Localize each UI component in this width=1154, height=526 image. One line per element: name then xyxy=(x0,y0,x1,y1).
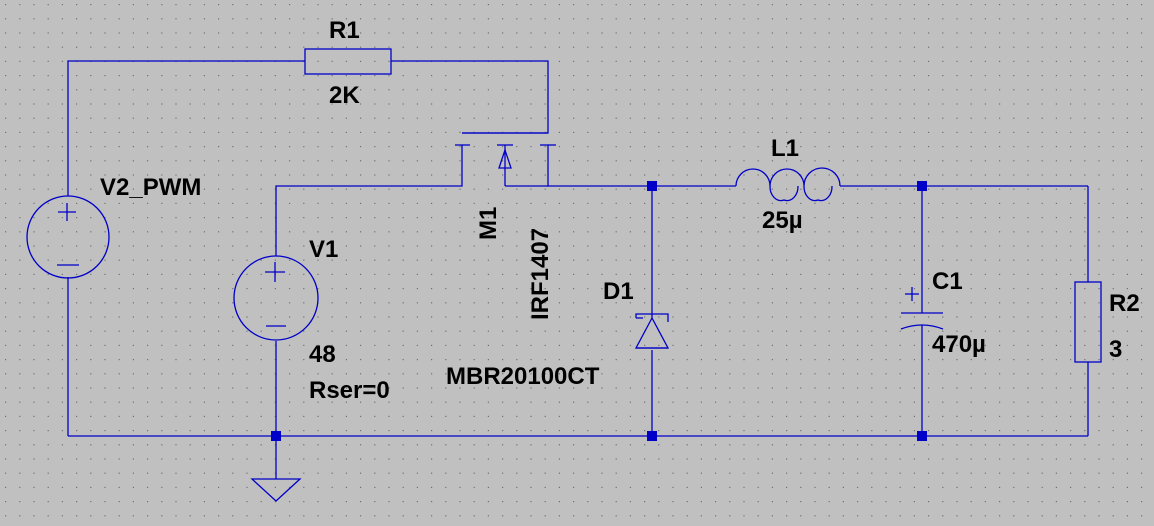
c1-value-label: 470µ xyxy=(932,331,986,358)
l1-inductor-symbol[interactable] xyxy=(735,167,841,202)
r1-symbol[interactable] xyxy=(304,48,392,75)
r2-symbol[interactable] xyxy=(1074,281,1102,363)
junction-gnd-c1 xyxy=(917,431,927,441)
r1-ref-label: R1 xyxy=(329,17,360,44)
r2-value-label: 3 xyxy=(1109,336,1122,363)
v1-param-label: Rser=0 xyxy=(309,377,390,404)
v2-ref-label: V2_PWM xyxy=(100,174,201,201)
ground-symbol[interactable] xyxy=(250,478,302,502)
m1-ref-label: M1 xyxy=(475,207,502,240)
m1-mosfet-symbol[interactable] xyxy=(455,132,556,187)
d1-diode-symbol[interactable] xyxy=(634,313,670,349)
c1-capacitor-symbol[interactable] xyxy=(900,287,944,330)
l1-ref-label: L1 xyxy=(771,135,799,162)
wire-source-l1[interactable] xyxy=(547,168,736,187)
r1-value-label: 2K xyxy=(329,82,360,109)
wire-v1-drain[interactable] xyxy=(275,168,463,256)
grid-dots xyxy=(5,4,1143,517)
junction-node-output xyxy=(917,181,927,191)
m1-value-label: IRF1407 xyxy=(527,228,554,320)
wire-r1-gate[interactable] xyxy=(391,60,549,134)
v2-source-symbol[interactable] xyxy=(26,195,110,279)
l1-value-label: 25µ xyxy=(762,207,803,234)
v1-value-label: 48 xyxy=(309,341,336,368)
c1-ref-label: C1 xyxy=(932,268,963,295)
junction-gnd-d1 xyxy=(647,431,657,441)
r2-ref-label: R2 xyxy=(1109,290,1140,317)
junction-gnd-v1 xyxy=(271,431,281,441)
junction-node-source xyxy=(647,181,657,191)
wire-v2-r1[interactable] xyxy=(67,60,305,196)
v1-ref-label: V1 xyxy=(309,236,338,263)
v1-source-symbol[interactable] xyxy=(233,255,319,341)
d1-ref-label: D1 xyxy=(603,278,634,305)
d1-value-label: MBR20100CT xyxy=(446,363,600,390)
